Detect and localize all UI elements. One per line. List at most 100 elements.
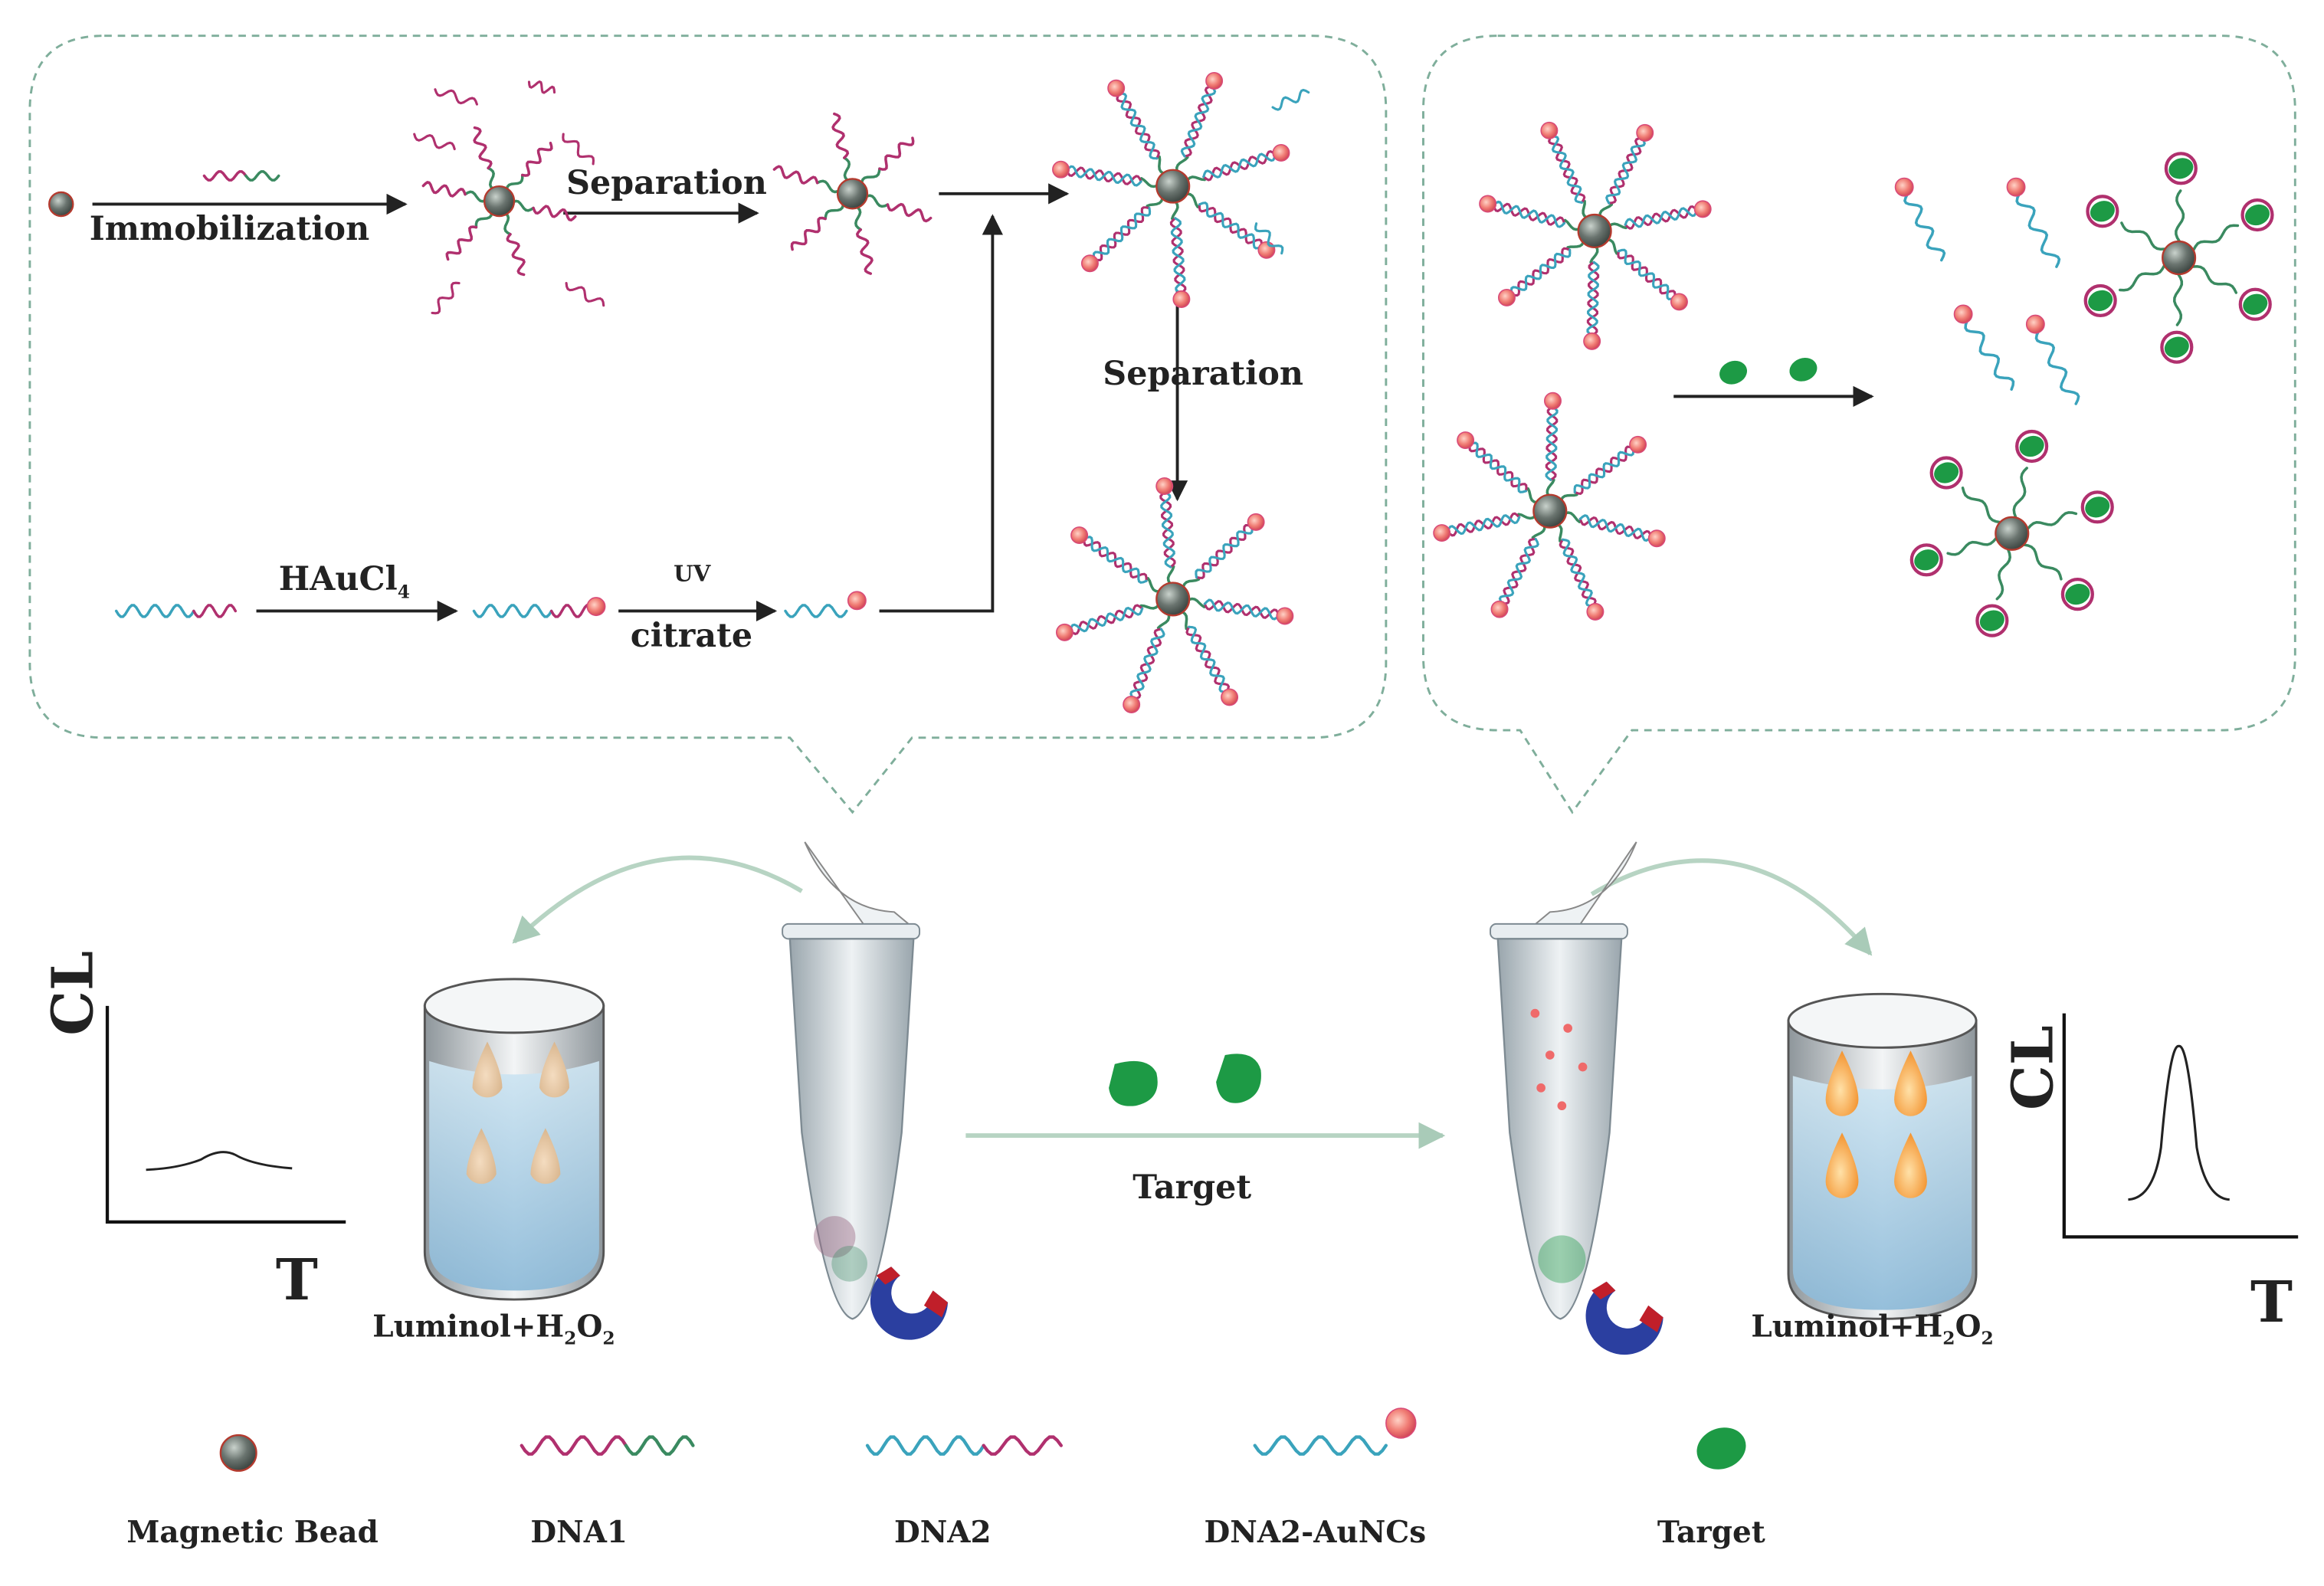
right-reagent-label: Luminol+H2O2: [1751, 1308, 1994, 1349]
target-star-upper-target-2: [2164, 336, 2189, 358]
right-star-top-aunc-6: [1636, 123, 1654, 142]
immobilized-star-arm-tip-4: [473, 126, 493, 170]
target-star-lower-target-3: [1914, 549, 1939, 571]
target-star-lower-loop-0: [2080, 490, 2114, 524]
separated-star-arm-tip-4: [831, 112, 850, 159]
label-uv: UV: [674, 560, 711, 588]
legend-dna2-aunc: DNA2-AuNCs: [1204, 1514, 1427, 1550]
legend-dna1: DNA1: [530, 1514, 628, 1550]
process-arrows: [92, 183, 1874, 622]
hybridized-star-top-aunc-5: [1107, 79, 1126, 97]
hybridized-star-top-duplex-b-2: [1170, 217, 1186, 295]
legend-icon-target: [1696, 1427, 1746, 1470]
hybridized-star-top-duplex-b-5: [1118, 92, 1159, 160]
legend-icon-dna2-teal: [865, 1435, 985, 1456]
right-star-top-aunc-1: [1670, 293, 1688, 311]
right-star-bottom-aunc-5: [1544, 392, 1562, 410]
excess-dna1-0: [434, 88, 478, 106]
right-star-top-aunc-0: [1693, 200, 1712, 218]
legend-icon-dna1-green: [624, 1435, 695, 1456]
right-star-bottom-aunc-2: [1490, 600, 1509, 618]
hybridized-star-bottom-bead: [1155, 582, 1191, 617]
dna2-aunc-strand: [784, 604, 848, 618]
dna2-raw-teal: [114, 604, 195, 618]
label-separation-2: Separation: [1103, 354, 1304, 394]
right-star-top-aunc-4: [1479, 195, 1497, 213]
target-star-lower-target-0: [2085, 496, 2110, 518]
target-star-lower-loop-3: [1909, 543, 1943, 577]
target-star-lower-target-1: [2065, 583, 2090, 605]
target-star-upper-target-3: [2088, 290, 2113, 312]
right-star-top-bead: [1577, 213, 1612, 249]
hybridized-star-top-duplex-b-3: [1092, 207, 1152, 261]
released-dna2-4-strand: [2034, 329, 2080, 405]
separated-star-arm-tip-1: [855, 228, 874, 275]
excess-dna1-1: [527, 80, 556, 94]
released-dna2-3-strand: [1964, 319, 2015, 391]
right-star-top-duplex-b-1: [1617, 248, 1676, 300]
left-reagent-label: Luminol+H2O2: [372, 1308, 615, 1349]
legend-icon-aunc-strand: [1253, 1435, 1388, 1456]
hybridized-star-top-duplex-b-0: [1202, 152, 1277, 179]
target-star-lower-loop-4: [1929, 456, 1963, 490]
released-dna2-1-strand: [1903, 192, 1946, 262]
dna2-aunc-tip: [847, 591, 867, 611]
target-star-upper-loop-5: [2164, 152, 2198, 185]
right-star-top-duplex-b-2: [1586, 261, 1600, 337]
hybridized-star-bottom-aunc-4: [1070, 526, 1089, 545]
target-arrow-blob-1: [1719, 360, 1748, 385]
right-star-top-duplex-b-3: [1509, 248, 1572, 296]
legend-dna2: DNA2: [894, 1514, 992, 1550]
target-star-upper-loop-4: [2086, 195, 2119, 228]
label-separation-1: Separation: [566, 163, 767, 203]
target-star-lower-target-5: [2019, 435, 2044, 457]
legend-magnetic-bead: Magnetic Bead: [126, 1514, 379, 1550]
hybridized-star-top-aunc-1: [1257, 241, 1276, 259]
legend-icon-dna1-magenta: [520, 1435, 628, 1456]
legend-icon-aunc-tip: [1385, 1407, 1417, 1439]
label-immobilization: Immobilization: [89, 210, 370, 249]
hybridized-star-bottom-duplex-b-2: [1129, 628, 1165, 700]
released-dna2-1-aunc: [1894, 177, 1914, 197]
left-beaker: [423, 978, 605, 1301]
target-star-upper-target-4: [2090, 201, 2115, 222]
hybridized-star-bottom-aunc-3: [1055, 623, 1073, 641]
right-star-bottom-aunc-4: [1457, 431, 1475, 450]
hybridized-star-bottom-aunc-1: [1221, 688, 1239, 706]
target-arrow-blob-2: [1789, 358, 1818, 382]
excess-dna1-2: [562, 133, 595, 165]
hybridized-star-bottom-aunc-0: [1276, 607, 1294, 625]
separated-star-arm-tip-5: [878, 136, 915, 171]
right-star-top-aunc-2: [1583, 332, 1601, 350]
extra-dna2-1: [1271, 88, 1310, 111]
hybridized-star-top-aunc-3: [1080, 254, 1099, 273]
label-hauc: HAuCl4: [278, 560, 411, 603]
molecular-structures: [48, 72, 2274, 1472]
target-star-upper-loop-1: [2238, 287, 2272, 321]
dna2-hauc-teal: [472, 604, 553, 618]
label-target-middle: Target: [1132, 1168, 1252, 1208]
right-star-bottom-duplex-b-1: [1561, 538, 1595, 608]
target-star-upper-target-1: [2243, 293, 2268, 315]
target-star-upper-target-5: [2168, 158, 2194, 179]
immobilized-star-arm-tip-0: [532, 205, 577, 222]
right-tube: [1490, 841, 1664, 1355]
released-dna2-2-aunc: [2006, 177, 2026, 197]
target-blobs-middle: [1109, 1054, 1261, 1106]
excess-dna1-3: [431, 281, 461, 315]
immobilized-star-arm-tip-3: [421, 180, 467, 198]
dna2-raw-magenta: [192, 604, 238, 618]
target-star-lower-bead: [1995, 516, 2030, 551]
separated-star-arm-tip-2: [790, 216, 827, 251]
curved-arrows: [512, 855, 1873, 1149]
hybridized-star-bottom-duplex-b-5: [1160, 490, 1175, 569]
target-star-lower-loop-2: [1975, 604, 2009, 637]
right-star-bottom-duplex-b-3: [1446, 514, 1521, 536]
dna2-hauc-au: [586, 597, 606, 617]
legend-icon-bead: [219, 1434, 257, 1472]
hybridized-star-top-duplex-b-4: [1065, 165, 1142, 187]
left-tube: [782, 841, 949, 1340]
hybridized-star-top-aunc-0: [1272, 143, 1290, 162]
right-axis-t: T: [2250, 1268, 2293, 1335]
hybridized-star-bottom-duplex-b-1: [1188, 625, 1228, 693]
